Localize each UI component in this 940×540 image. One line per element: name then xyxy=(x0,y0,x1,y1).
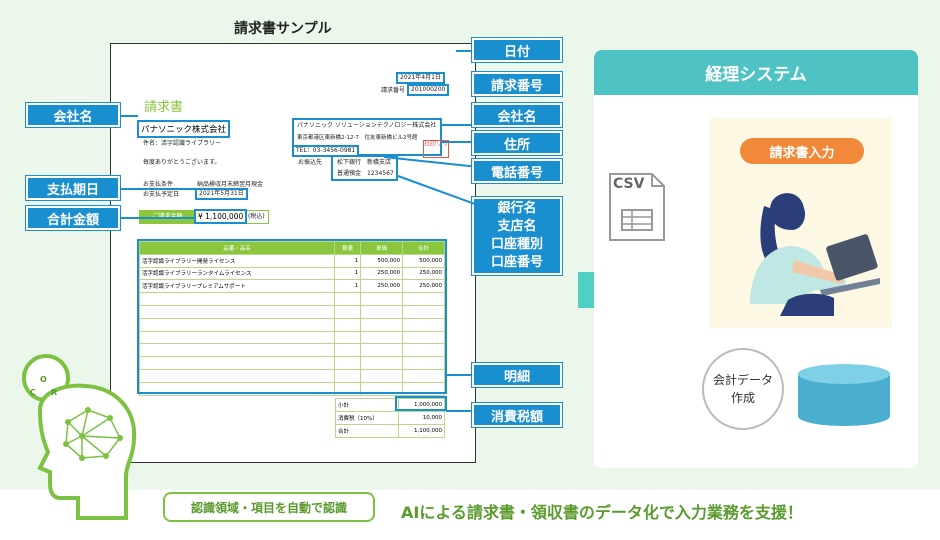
bank-box xyxy=(331,155,398,181)
accounting-system-panel: 経理システム 請求書入力 CSV 会計データ 作成 xyxy=(594,50,918,468)
invoice-heading: 請求書 xyxy=(144,100,184,115)
label-bank-info: 銀行名 支店名 口座種別 口座番号 xyxy=(472,197,562,275)
invoice-subject: 件名：活字認識ライブラリー xyxy=(143,140,222,147)
tagline: AIによる請求書・領収書のデータ化で入力業務を支援！ xyxy=(401,503,803,522)
tax-box xyxy=(395,396,447,411)
label-company-left: 会社名 xyxy=(26,103,120,127)
ocr-letter-o: O xyxy=(40,375,47,384)
label-phone: 電話番号 xyxy=(472,159,562,183)
bank-name: 松下銀行 新橋支店 xyxy=(337,159,392,166)
operator-icon xyxy=(750,193,880,316)
sample-title: 請求書サンプル xyxy=(234,21,332,37)
table-row xyxy=(138,292,445,306)
ai-brain-head-icon xyxy=(22,354,137,520)
col-qty: 数量 xyxy=(334,241,362,255)
ocr-letter-r: R xyxy=(51,388,58,397)
invoice-input-badge: 請求書入力 xyxy=(740,138,864,164)
label-company-right: 会社名 xyxy=(472,103,562,127)
tax-value: 10,000 xyxy=(397,411,446,425)
grand-label: 合計 xyxy=(335,424,399,438)
connector xyxy=(120,115,138,117)
label-total-amount: 合計金額 xyxy=(26,206,120,230)
label-bank-name: 銀行名 xyxy=(497,201,537,216)
ocr-letter-c: C xyxy=(30,388,36,397)
connector xyxy=(441,124,472,126)
connector xyxy=(120,188,196,190)
label-invoice-number: 請求番号 xyxy=(472,72,562,96)
invoice-paper: 請求書 2021年4月1日 請求番号 201000200 パナソニック株式会社 … xyxy=(110,43,476,463)
label-tax: 消費税額 xyxy=(472,403,562,427)
table-row xyxy=(138,343,445,358)
issuer-tel: TEL：03-3456-0981 xyxy=(292,145,360,157)
invoice-thanks: 毎度ありがとうございます。 xyxy=(143,159,221,166)
database-icon xyxy=(798,364,890,426)
connector xyxy=(446,410,472,412)
payee-label: お振込先 xyxy=(298,159,323,166)
payment-due: 2021年5月31日 xyxy=(195,188,248,200)
system-title: 経理システム xyxy=(594,50,918,95)
accounting-line1: 会計データ xyxy=(712,373,773,387)
label-payment-due: 支払期日 xyxy=(26,176,120,200)
client-name: パナソニック株式会社 xyxy=(137,120,231,138)
tax-label: 消費税（10%） xyxy=(335,411,399,425)
payment-terms-label: お支払条件 xyxy=(143,181,174,188)
label-account-type: 口座種別 xyxy=(490,237,543,252)
csv-label: CSV xyxy=(613,176,645,192)
accounting-line2: 作成 xyxy=(730,391,755,405)
grand-value: 1,100,000 xyxy=(397,424,446,438)
invoice-date: 2021年4月1日 xyxy=(396,72,445,84)
recognition-badge: 認識領域・項目を自動で認識 xyxy=(163,492,375,522)
bank-account: 普通預金 1234567 xyxy=(337,170,394,177)
tax-note: (税込) xyxy=(248,213,265,220)
label-date: 日付 xyxy=(472,38,562,62)
connector xyxy=(456,50,472,52)
issuer-address: 東京都港区東新橋2-12-7 住友東新橋ビル2号館 xyxy=(297,135,418,141)
label-branch-name: 支店名 xyxy=(497,219,537,234)
label-details: 明細 xyxy=(472,363,562,387)
company-stamp: 社印ソリ xyxy=(423,140,449,158)
payment-due-label: お支払予定日 xyxy=(143,191,180,198)
issuer-name: パナソニック ソリューションテクノロジー株式会社 xyxy=(297,122,437,129)
total-value: ¥ 1,100,000 xyxy=(194,209,248,224)
connector xyxy=(446,374,472,376)
label-address: 住所 xyxy=(472,131,562,155)
csv-file-icon xyxy=(609,173,665,241)
table-row xyxy=(138,356,445,370)
details-box xyxy=(137,239,447,394)
connector xyxy=(441,141,472,143)
connector xyxy=(120,217,194,219)
invoice-number-label: 請求番号 xyxy=(381,87,406,94)
table-row xyxy=(138,304,445,319)
label-account-number: 口座番号 xyxy=(490,255,543,270)
accounting-data-circle: 会計データ 作成 xyxy=(702,348,784,430)
col-price: 単価 xyxy=(360,241,404,255)
subtotal-label: 小計 xyxy=(335,398,399,412)
invoice-number: 201000200 xyxy=(407,84,450,96)
payment-terms: 納品検収月末締翌月現金 xyxy=(197,181,264,188)
table-row xyxy=(138,317,445,332)
